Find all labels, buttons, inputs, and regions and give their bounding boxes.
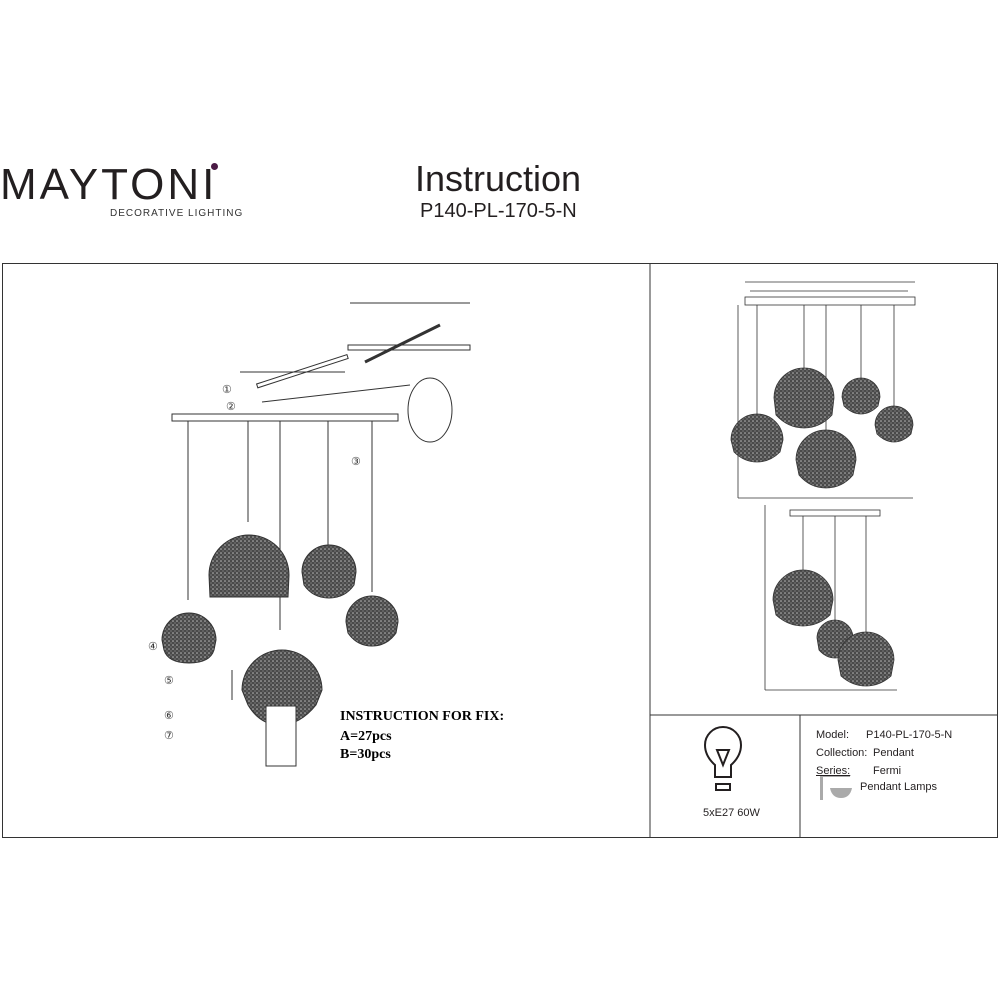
- type-value: Pendant Lamps: [860, 781, 938, 793]
- logo-accent-dot: [211, 163, 218, 170]
- globe-large: [208, 534, 290, 598]
- brand-logo: MAYTONI: [0, 160, 217, 210]
- instruction-frame: [2, 263, 998, 838]
- globe-small: [301, 544, 357, 599]
- series-label: Series:: [816, 765, 851, 777]
- step-markers: ① ② ③ ④ ⑤ ⑥ ⑦: [148, 384, 361, 742]
- step-2: ②: [226, 401, 236, 413]
- fix-title: INSTRUCTION FOR FIX:: [340, 709, 504, 724]
- fix-b: B=30pcs: [340, 747, 391, 762]
- page-title: Instruction: [415, 158, 582, 199]
- bulb-spec: 5xE27 60W: [703, 807, 760, 819]
- collection-label: Collection:: [816, 747, 868, 759]
- dimension-drawing-side: [764, 505, 897, 691]
- brand-tagline: DECORATIVE LIGHTING: [110, 208, 244, 219]
- series-value: Fermi: [873, 765, 902, 777]
- step-7: ⑦: [164, 730, 174, 742]
- step-6: ⑥: [164, 710, 174, 722]
- pendant-lamp-icon: [820, 775, 852, 800]
- brand-name: MAYTONI: [0, 160, 218, 209]
- collection-value: Pendant: [873, 747, 914, 759]
- fix-a: A=27pcs: [340, 729, 392, 744]
- globe-small-2: [345, 595, 399, 647]
- pendants-assembly: [161, 421, 399, 767]
- step-5: ⑤: [164, 675, 174, 687]
- step-1: ①: [222, 384, 232, 396]
- model-value: P140-PL-170-5-N: [866, 729, 953, 741]
- globe-4: [161, 612, 217, 664]
- ceiling-plate-detail: [171, 302, 471, 443]
- dimension-drawing-front: [730, 281, 916, 499]
- step-4: ④: [148, 641, 158, 653]
- light-bulb-icon: [703, 726, 743, 791]
- step-3: ③: [351, 456, 361, 468]
- model-number: P140-PL-170-5-N: [420, 200, 577, 222]
- model-label: Model:: [816, 729, 850, 741]
